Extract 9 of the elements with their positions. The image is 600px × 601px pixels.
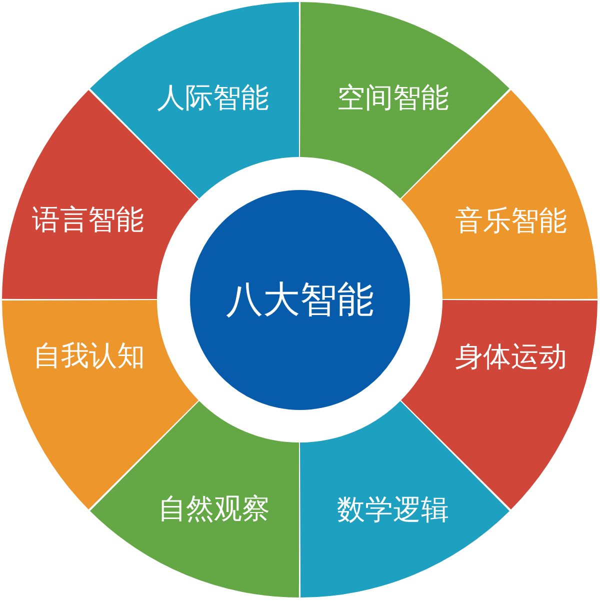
segment-label: 自然观察 bbox=[158, 492, 270, 525]
segment-label: 人际智能 bbox=[156, 82, 269, 114]
segment-label: 数学逻辑 bbox=[336, 494, 449, 526]
segment-label: 自我认知 bbox=[32, 340, 145, 372]
segment-label: 语言智能 bbox=[32, 204, 144, 236]
segment-label: 空间智能 bbox=[336, 82, 449, 114]
center-title: 八大智能 bbox=[226, 279, 374, 321]
segment-label: 音乐智能 bbox=[454, 204, 567, 237]
segment-label: 身体运动 bbox=[454, 340, 567, 373]
